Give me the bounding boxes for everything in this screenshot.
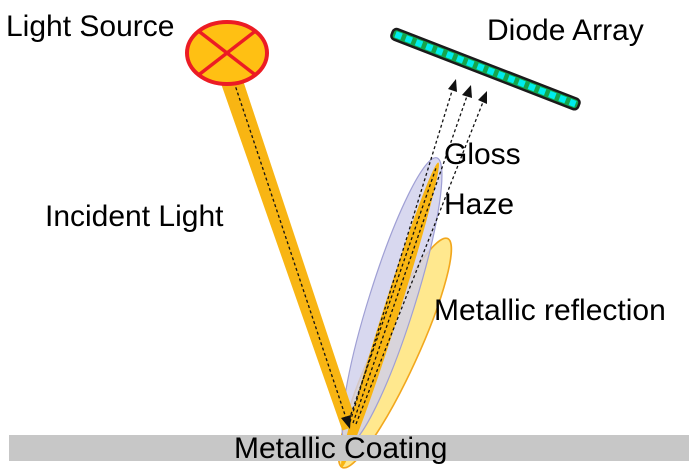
diode-array-icon (390, 27, 581, 111)
reflected-ray-2 (352, 95, 468, 424)
reflected-ray-3 (355, 101, 484, 425)
reflected-ray-2-arrowhead-icon (462, 85, 472, 98)
label-metallic-coating: Metallic Coating (234, 432, 447, 465)
label-metallic-reflection: Metallic reflection (434, 294, 666, 327)
reflected-ray-1-arrowhead-icon (448, 79, 457, 92)
incident-ray-arrowhead-icon (341, 415, 351, 429)
reflected-ray-1 (349, 90, 453, 423)
label-haze: Haze (444, 188, 514, 221)
incident-light-beam (219, 72, 358, 431)
light-source-cross-line-2 (197, 29, 257, 77)
label-gloss: Gloss (444, 138, 521, 171)
reflected-ray-3-arrowhead-icon (478, 91, 487, 104)
light-source-icon (185, 20, 269, 86)
label-diode-array: Diode Array (487, 14, 644, 47)
metallic-coating-bar (9, 435, 689, 461)
label-light-source: Light Source (6, 10, 174, 43)
label-incident-light: Incident Light (45, 200, 224, 233)
incident-ray-dashed-line (233, 81, 348, 422)
